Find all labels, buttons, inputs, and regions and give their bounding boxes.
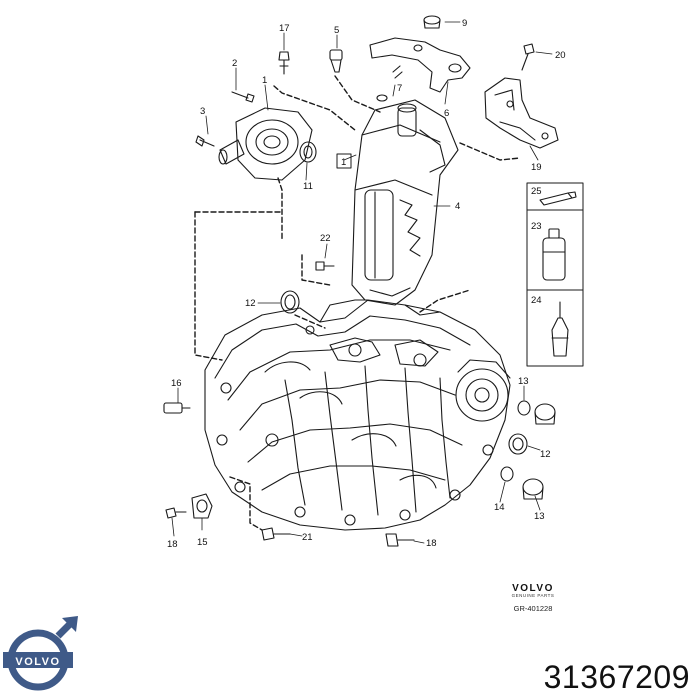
brand-name: VOLVO <box>512 583 554 594</box>
drawing-reference: GR-401228 <box>513 604 553 613</box>
callout-21: 21 <box>302 532 313 543</box>
callout-16: 16 <box>171 378 182 389</box>
seal-13-top <box>517 400 531 416</box>
callout-12b: 13 <box>534 511 545 522</box>
bushing-5 <box>329 49 343 73</box>
callout-18: 18 <box>426 538 437 549</box>
bolt-3a <box>231 91 255 103</box>
callout-11: 12 <box>245 298 256 309</box>
callout-6: 6 <box>444 108 449 119</box>
callout-25: 25 <box>531 186 542 197</box>
callout-3a: 2 <box>232 58 237 69</box>
callout-19: 19 <box>531 162 542 173</box>
supplies-panel <box>526 182 584 367</box>
callout-8: 9 <box>462 18 467 29</box>
bolt-20 <box>521 43 535 71</box>
bolt-17 <box>278 51 290 75</box>
volvo-logo-icon: VOLVO <box>3 616 78 691</box>
selector-housing <box>351 99 459 306</box>
callout-leaders <box>171 21 553 544</box>
sensor-16 <box>163 402 191 414</box>
seal-9 <box>299 141 317 163</box>
pin-7 <box>392 65 403 79</box>
callout-17: 17 <box>279 23 290 34</box>
callout-13b: 14 <box>494 502 505 513</box>
callout-14: 15 <box>197 537 208 548</box>
gearbox-housing <box>204 299 511 531</box>
callout-labels: 17 5 9 20 2 1 7 3 6 19 1 11 4 25 23 24 2… <box>167 18 566 550</box>
bolt-21 <box>261 527 291 541</box>
plug-12-top <box>534 403 556 425</box>
callout-1: 1 <box>341 157 346 168</box>
callout-12a: 12 <box>540 449 551 460</box>
shift-fork-6 <box>369 37 471 93</box>
bolt-3b <box>195 135 215 147</box>
callout-5: 5 <box>334 25 339 36</box>
part-number: 31367209 <box>543 659 690 695</box>
release-bearing <box>218 107 313 181</box>
seal-13-bottom <box>500 466 514 482</box>
switch-14 <box>191 493 213 519</box>
callout-9: 11 <box>303 181 313 192</box>
callout-4: 4 <box>455 201 460 212</box>
callout-13a: 13 <box>518 376 529 387</box>
plug-12-bottom <box>522 478 544 500</box>
plug-8 <box>423 15 441 29</box>
brand-subtitle: GENUINE PARTS <box>511 593 555 598</box>
callout-box-1 <box>336 153 352 169</box>
seal-11 <box>280 290 300 314</box>
logo-text: VOLVO <box>15 656 60 668</box>
callout-22: 22 <box>320 233 331 244</box>
assembly-leader-lines <box>194 75 521 531</box>
callout-7: 7 <box>397 83 402 94</box>
seal-12-mid <box>508 433 528 455</box>
callout-23: 23 <box>531 221 542 232</box>
bolt-22 <box>315 261 335 271</box>
callout-24: 24 <box>531 295 542 306</box>
brand-block: VOLVO GENUINE PARTS GR-401228 <box>488 583 578 613</box>
callout-20: 20 <box>555 50 566 61</box>
bolt-15 <box>165 507 187 519</box>
callout-3b: 3 <box>200 106 205 117</box>
callout-2: 1 <box>262 75 267 86</box>
callout-15: 18 <box>167 539 178 550</box>
bracket-19 <box>484 77 559 149</box>
bolt-18 <box>385 533 415 547</box>
